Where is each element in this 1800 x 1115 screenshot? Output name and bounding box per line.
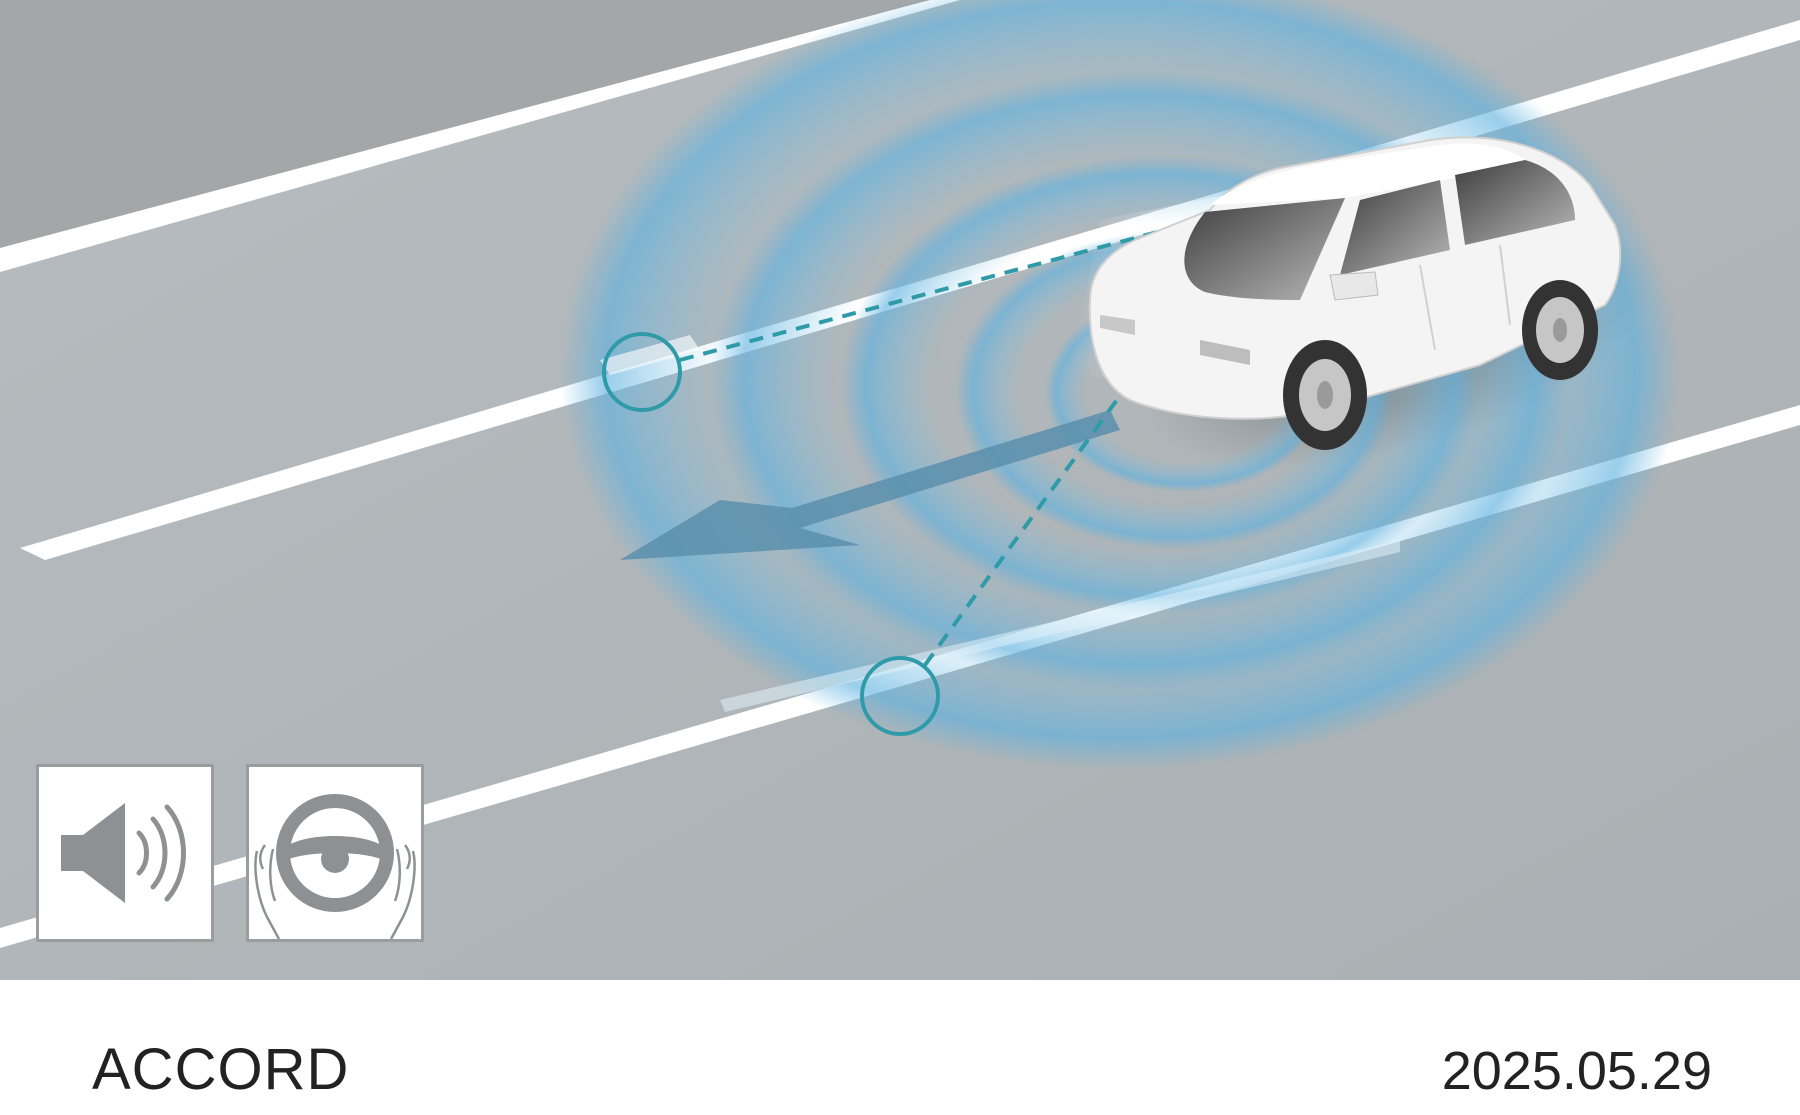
- steering-assist-indicator: [246, 764, 424, 942]
- road-scene: [0, 0, 1800, 980]
- vehicle-model-label: ACCORD: [92, 1037, 350, 1102]
- date-label: 2025.05.29: [1441, 1041, 1712, 1101]
- car-illustration: [1088, 136, 1622, 450]
- lane-detect-point-right: [860, 656, 940, 736]
- road-edge-line: [0, 0, 960, 272]
- drift-direction-arrow: [620, 410, 1120, 560]
- detection-lines: [679, 203, 1260, 667]
- steering-wheel-hands-icon: [254, 794, 416, 939]
- caption-bar: [0, 980, 1800, 1115]
- audible-alert-indicator: [36, 764, 214, 942]
- scene-illustration: [0, 0, 1800, 980]
- lane-detect-point-left: [602, 332, 682, 412]
- audible-alert-icon: [61, 803, 186, 903]
